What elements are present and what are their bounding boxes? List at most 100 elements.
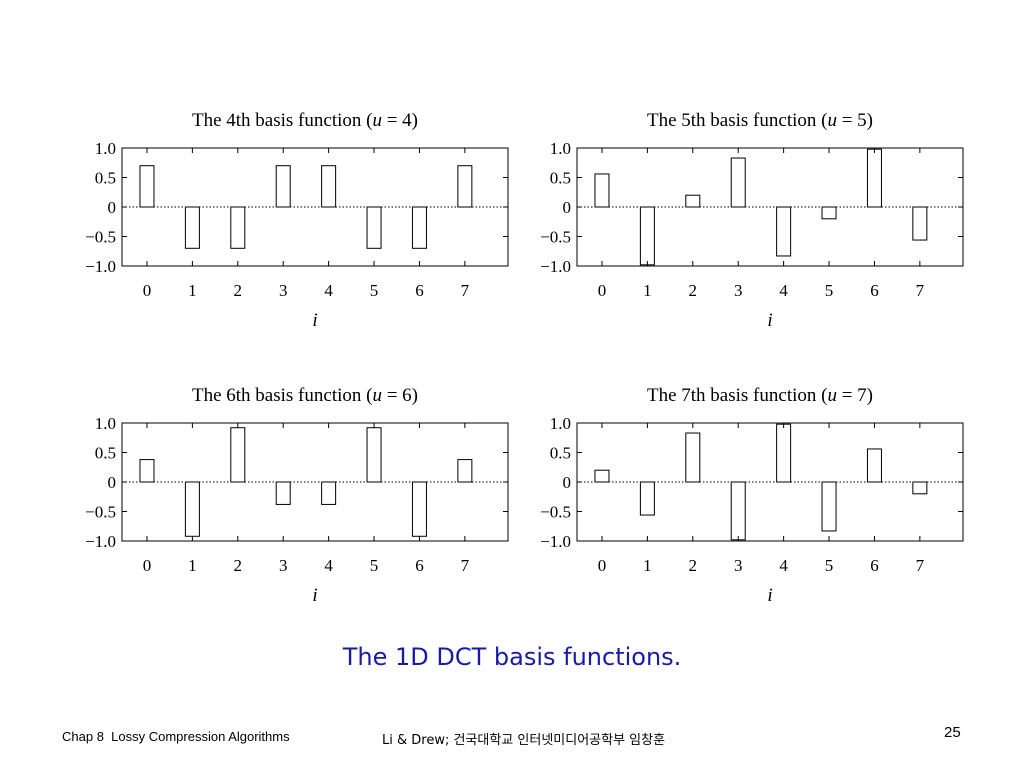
bar-0 [139,165,155,208]
chart-u5: The 5th basis function (u = 5) 1.0 0.5 0 −0.… [495,100,965,331]
x-tick-label: 1 [643,281,652,300]
x-tick-label: 4 [779,556,788,575]
x-tick-label: 0 [598,281,607,300]
y-tick-label: 1.0 [95,414,116,433]
x-tick-label: 7 [461,281,470,300]
chart-title-var: u [372,110,382,131]
y-tick-label: 1.0 [550,139,571,158]
bar-6 [866,148,882,208]
bar-0 [594,469,610,483]
x-tick-label: 1 [188,556,197,575]
y-tick-label: 0 [563,198,572,217]
chart-svg: The 7th basis function (u = 7) 1.0 0.5 0 −0.… [540,385,964,606]
x-tick-label: 4 [324,556,333,575]
chart-title-suffix: = 7) [837,385,873,406]
bar-2 [685,432,701,483]
bar-3 [275,481,291,505]
x-tick-label: 0 [598,556,607,575]
bar-5 [821,206,837,220]
bar-2 [230,206,246,249]
x-axis-label: i [767,585,772,606]
y-tick-label: 0.5 [550,444,571,463]
bar-5 [366,206,382,249]
x-tick-label: 0 [143,556,152,575]
bar-3 [730,157,746,208]
x-tick-label: 5 [370,556,379,575]
chart-title: The 4th basis function (u = 4) [192,110,418,131]
x-tick-label: 3 [734,556,743,575]
chart-title: The 6th basis function (u = 6) [192,385,418,406]
bar-1 [184,481,200,537]
bar-2 [230,427,246,483]
x-axis-label: i [312,585,317,606]
chart-title-suffix: = 6) [382,385,418,406]
y-tick-label: −0.5 [85,503,116,522]
x-tick-label: 4 [779,281,788,300]
bar-6 [411,481,427,537]
x-tick-label: 6 [870,281,879,300]
x-axis-label: i [767,310,772,331]
x-tick-label: 6 [415,556,424,575]
footer-author: Li & Drew; 건국대학교 인터넷미디어공학부 임창훈 [382,733,666,748]
chart-title: The 7th basis function (u = 7) [647,385,873,406]
chart-title-prefix: The 6th basis function ( [192,385,372,406]
x-tick-label: 2 [689,281,698,300]
x-tick-label: 1 [188,281,197,300]
y-tick-label: 0.5 [550,169,571,188]
chart-title-var: u [827,385,837,406]
x-tick-label: 3 [279,281,288,300]
x-tick-label: 1 [643,556,652,575]
y-tick-label: −0.5 [540,228,571,247]
bar-5 [821,481,837,532]
bar-3 [730,481,746,541]
bar-5 [366,427,382,483]
x-tick-label: 5 [825,281,834,300]
footer-chapter: Chap 8 Lossy Compression Algorithms [62,729,290,744]
y-tick-label: −1.0 [540,257,571,276]
bar-4 [321,481,337,505]
y-tick-label: 0 [108,473,117,492]
chart-u7: The 7th basis function (u = 7) 1.0 0.5 0 −0.… [495,375,965,606]
y-tick-label: 0.5 [95,169,116,188]
y-tick-label: −0.5 [540,503,571,522]
bar-3 [275,165,291,208]
bar-7 [912,481,928,495]
chart-svg: The 4th basis function (u = 4)1.00.50−0.… [85,110,509,331]
bar-4 [321,165,337,208]
y-tick-label: −1.0 [85,257,116,276]
bar-4 [776,423,792,483]
x-tick-label: 7 [916,281,925,300]
x-tick-label: 2 [234,281,243,300]
y-tick-label: −1.0 [540,532,571,551]
x-tick-label: 2 [234,556,243,575]
y-tick-label: −0.5 [85,228,116,247]
bar-1 [639,206,655,266]
y-tick-label: 1.0 [550,414,571,433]
figure-caption: The 1D DCT basis functions. [342,643,682,671]
y-tick-label: 0 [108,198,117,217]
x-tick-label: 3 [279,556,288,575]
bar-7 [912,206,928,241]
x-tick-label: 7 [461,556,470,575]
x-axis-label: i [312,310,317,331]
bar-6 [866,448,882,483]
chart-svg: The 5th basis function (u = 5) 1.0 0.5 0 −0.… [540,110,964,331]
bar-1 [184,206,200,249]
x-tick-label: 6 [415,281,424,300]
chart-title-var: u [372,385,382,406]
x-tick-label: 3 [734,281,743,300]
y-tick-label: 0 [563,473,572,492]
x-tick-label: 4 [324,281,333,300]
bar-1 [639,481,655,516]
bar-2 [685,194,701,208]
chart-title-prefix: The 5th basis function ( [647,110,827,131]
chart-title-var: u [827,110,837,131]
page-number: 25 [944,724,961,741]
bar-4 [776,206,792,257]
chart-title-suffix: = 5) [837,110,873,131]
chart-svg: The 6th basis function (u = 6)1.00.50−0.… [85,385,509,606]
x-tick-label: 2 [689,556,698,575]
bar-7 [457,459,473,483]
